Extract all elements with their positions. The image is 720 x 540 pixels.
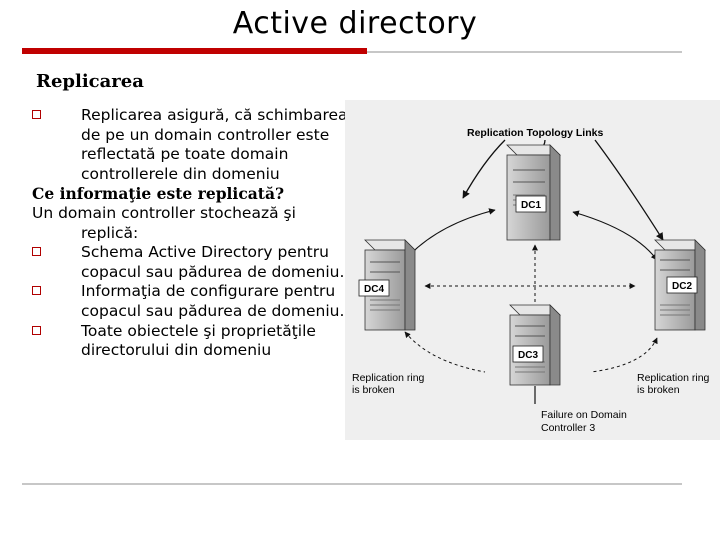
server-dc2-icon [654,239,706,331]
square-bullet-icon [32,325,41,335]
bullet-item-2: Schema Active Directory pentru copacul s… [32,243,352,282]
dc2-label: DC2 [672,281,692,292]
broken-ring-label-right-2: is broken [637,384,680,396]
title-rule-gray [367,51,682,53]
bullet-item-1: Replicarea asigură, că schimbarea de pe … [32,106,352,184]
square-bullet-icon [32,110,41,119]
replication-diagram: DC1 DC4 DC2 [345,100,720,440]
dc1-label: DC1 [521,200,541,211]
section-heading: Replicarea [36,71,144,92]
topology-link-arrow [462,139,506,199]
failure-label-2: Controller 3 [541,422,595,434]
broken-ring-link-right [590,337,658,373]
question-line: Ce informaţie este replicată? [32,184,285,204]
title-rule-red [22,48,367,54]
broken-ring-label-left-2: is broken [352,384,395,396]
ring-link-dc1-dc4 [402,208,496,263]
failure-label-1: Failure on Domain [541,409,627,421]
bottom-rule [22,483,682,485]
bullet-text-1: Replicarea asigură, că schimbarea de pe … [81,106,348,183]
bullet-text-3: Informaţia de configurare pentru copacul… [81,282,345,320]
replication-diagram-svg: DC1 DC4 DC2 [352,127,710,434]
dc3-label: DC3 [518,350,538,361]
title-rule [22,48,682,56]
bullet-item-3: Informaţia de configurare pentru copacul… [32,282,352,321]
server-dc1-icon [506,144,561,241]
server-dc3-icon [509,304,561,386]
body-text: Replicarea asigură, că schimbarea de pe … [32,106,352,361]
slide-title: Active directory [232,6,478,41]
square-bullet-icon [32,247,41,257]
topology-links-label: Replication Topology Links [467,127,603,139]
server-dc4-icon [358,239,416,331]
topology-link-arrow [594,139,664,241]
bullet-text-4: Toate obiectele şi proprietăţile directo… [81,321,316,360]
broken-ring-label-left-1: Replication ring [352,372,425,384]
square-bullet-icon [32,286,41,296]
broken-ring-link-left [404,331,486,373]
ring-link-dc1-dc2 [572,210,658,261]
intro-line: Un domain controller stochează şi replic… [32,203,296,242]
dc4-label: DC4 [364,284,384,295]
broken-ring-label-right-1: Replication ring [637,372,710,384]
bullet-item-4: Toate obiectele şi proprietăţile directo… [32,322,352,361]
bullet-text-2: Schema Active Directory pentru copacul s… [81,243,345,281]
